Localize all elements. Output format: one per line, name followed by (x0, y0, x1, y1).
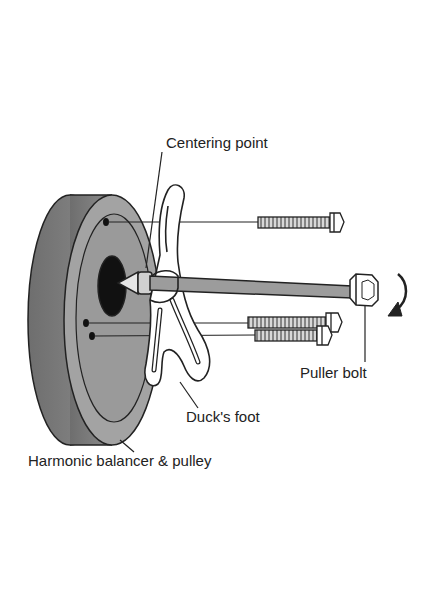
leader-lines-part (180, 382, 198, 408)
puller-bolt-part (350, 274, 378, 306)
harmonic-balancer-part (98, 256, 126, 316)
bolts-part (321, 326, 322, 345)
harmonic-balancer-part (76, 214, 152, 422)
bolts-part (255, 330, 317, 341)
leader-lines-part (364, 306, 365, 362)
harmonic-balancer-part (64, 195, 160, 445)
leader-lines-part (120, 440, 134, 452)
part-label: Centering point (166, 134, 268, 152)
ducks-foot-part (154, 310, 160, 370)
puller-bolt (150, 274, 378, 306)
ducks-foot-front-arm-part (150, 271, 178, 303)
bolts-part (330, 313, 331, 332)
leader-lines (120, 152, 365, 452)
bolts-part (258, 217, 330, 228)
ducks-foot-part (166, 206, 168, 252)
leader-lines-part (146, 152, 162, 268)
bolts-part (317, 326, 332, 345)
bolt-guide-lines-part (108, 221, 258, 222)
rotation-arrow-part (388, 302, 402, 316)
ducks-foot-front-arm (150, 271, 178, 303)
puller-bolt-part (150, 276, 352, 298)
centering-point (118, 272, 152, 294)
part-label: Harmonic balancer & pulley (28, 452, 211, 470)
bolts-part (330, 213, 344, 232)
ducks-foot-part (154, 310, 160, 370)
ducks-foot-part (172, 300, 198, 362)
part-label: Duck's foot (186, 408, 260, 426)
puller-bolt-part (362, 280, 374, 300)
puller-bolt-part (355, 274, 357, 305)
bolts (248, 213, 344, 345)
part-label: Puller bolt (300, 364, 367, 382)
harmonic-balancer (28, 195, 160, 445)
bolts-part (333, 213, 334, 232)
centering-point-part (118, 272, 138, 294)
bolts-part (248, 317, 326, 328)
rotation-arrow (388, 274, 406, 316)
ducks-foot-part (172, 300, 198, 362)
